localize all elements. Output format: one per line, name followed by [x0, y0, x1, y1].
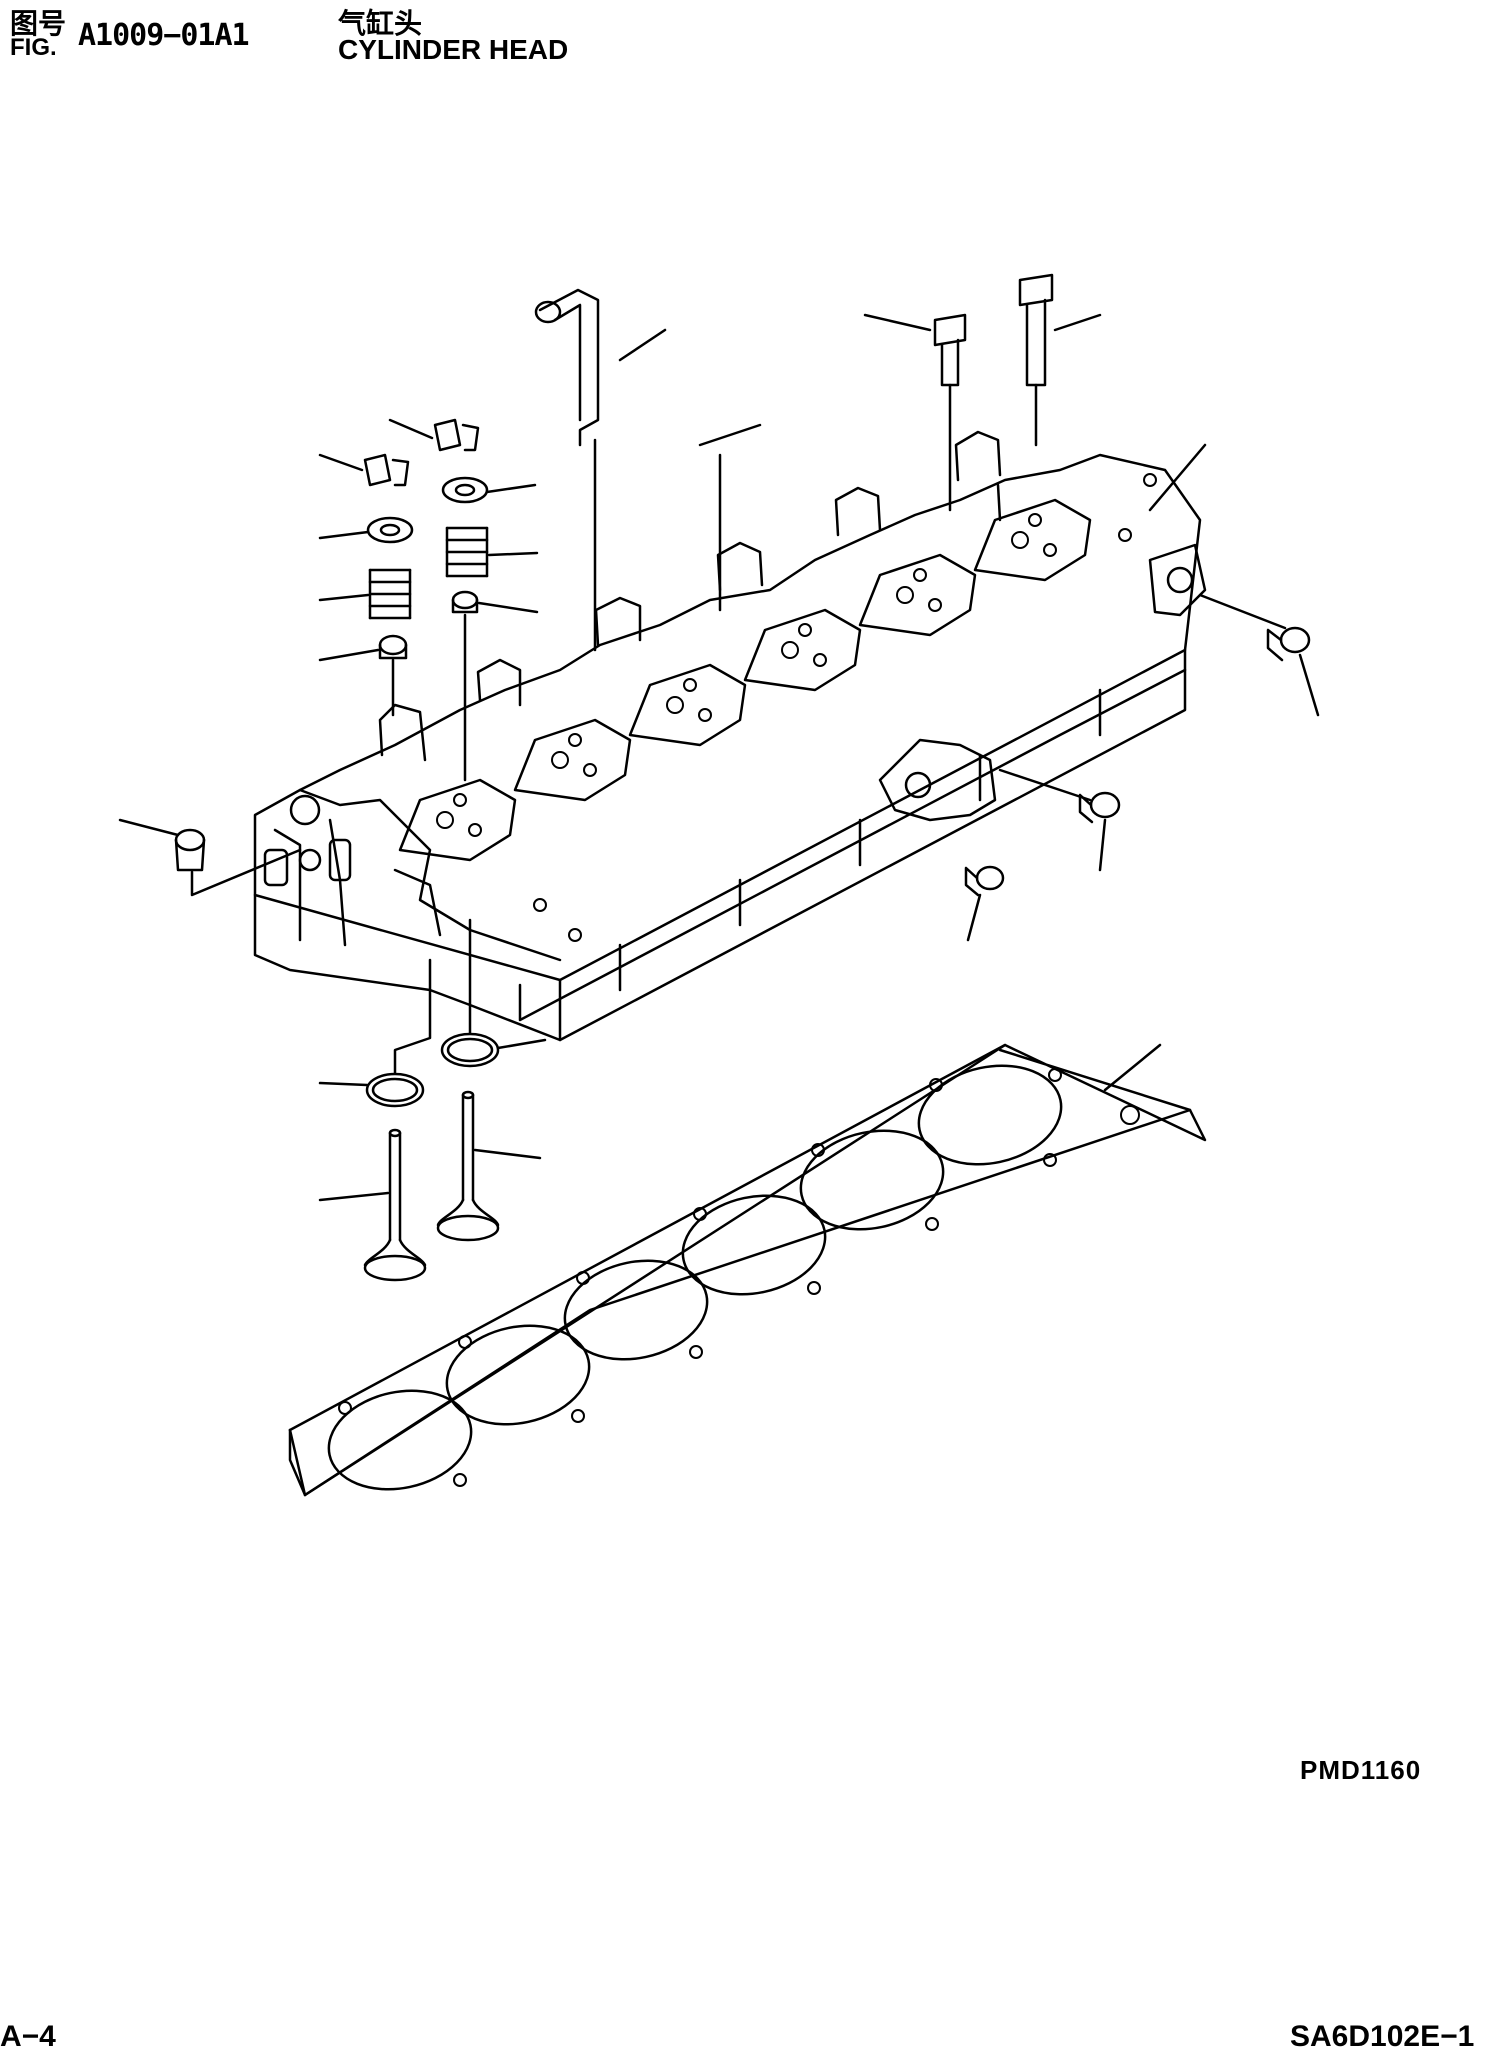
title-cn: 气缸头 [338, 8, 423, 39]
tube [536, 290, 665, 650]
fig-label-en: FIG. [10, 34, 57, 61]
fig-number: A1009−01A1 [78, 18, 250, 53]
plug [120, 595, 1318, 940]
exhaust-valve [320, 1130, 425, 1280]
valve-collet [320, 420, 478, 485]
illustration-code: PMD1160 [1300, 1755, 1422, 1785]
title-en: CYLINDER HEAD [338, 34, 569, 65]
document-code: SA6D102E−1 [1290, 2020, 1475, 2053]
cylinder-head-gasket [290, 1045, 1205, 1502]
head-bolt [865, 275, 1100, 510]
leader-lines [700, 425, 1205, 1090]
valve-spring [320, 528, 537, 618]
valve-seal [320, 592, 537, 780]
intake-valve [438, 1092, 540, 1240]
cylinder-head [255, 432, 1205, 1040]
spring-retainer [320, 478, 535, 542]
fig-label-cn: 图号 [10, 8, 67, 39]
valve-seat-insert [320, 920, 545, 1106]
page-number: A−4 [0, 2020, 56, 2053]
